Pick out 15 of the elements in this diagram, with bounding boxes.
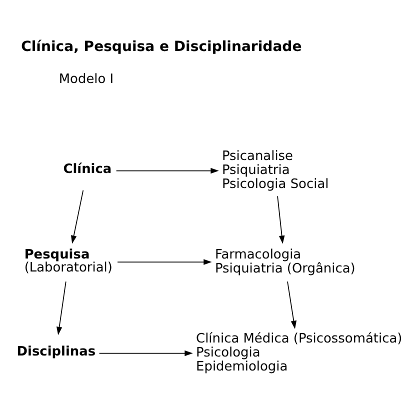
diagram-title: Clínica, Pesquisa e Disciplinaridade [21,38,302,54]
label: Modelo I [58,71,114,86]
node-text: Farmacologia Psiquiatria (Orgânica) [214,246,356,276]
arrow [117,258,212,264]
arrow [98,350,193,356]
arrow [277,195,285,244]
arrow [116,167,219,174]
node-text: Psicanalise Psiquiatria Psicologia Social [222,148,329,192]
arrow [56,280,66,335]
node-text: Pesquisa (Laboratorial) [24,246,112,275]
node-text: Disciplinas [16,344,96,360]
arrow [70,189,84,244]
node-text: Clínica [63,162,112,177]
node-text: Clínica Médica (Psicossomática) Psicologia Epidemiologia [196,331,402,374]
arrow [287,280,297,328]
